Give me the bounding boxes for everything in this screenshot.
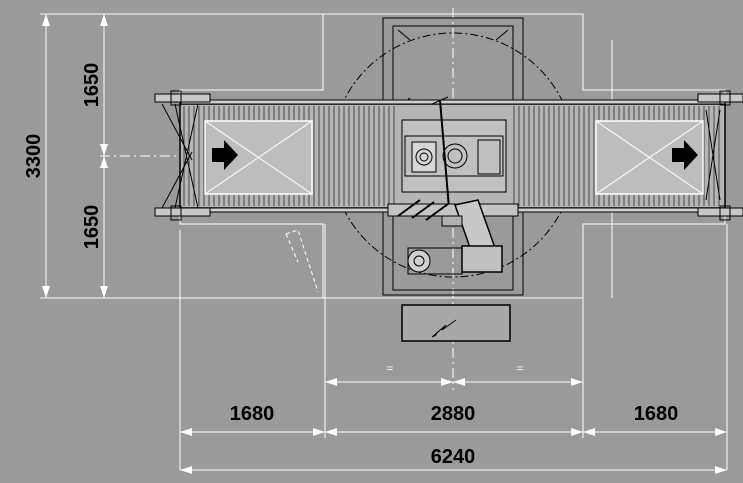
dim-width-total: 6240 bbox=[431, 446, 476, 468]
left-pallet bbox=[204, 120, 313, 195]
dim-width-left: 1680 bbox=[230, 403, 275, 425]
robot-unit bbox=[387, 199, 519, 275]
control-cabinet bbox=[401, 304, 511, 342]
dim-equal-right: = bbox=[517, 363, 523, 375]
dim-equal-left: = bbox=[387, 363, 393, 375]
turntable-drive bbox=[401, 96, 507, 221]
lightning-icon bbox=[431, 319, 457, 338]
left-end-guide bbox=[154, 90, 211, 221]
dim-width-right: 1680 bbox=[634, 403, 679, 425]
right-end-guide bbox=[697, 90, 743, 221]
dim-height-top: 1650 bbox=[81, 63, 103, 108]
right-arrow-icon bbox=[672, 140, 698, 170]
dim-height-total: 3300 bbox=[23, 134, 45, 179]
dim-height-bottom: 1650 bbox=[81, 205, 103, 250]
door-swing bbox=[285, 229, 319, 293]
dim-width-center: 2880 bbox=[431, 403, 476, 425]
dimension-lines bbox=[42, 14, 727, 474]
right-pallet bbox=[595, 120, 704, 195]
right-arrow-icon bbox=[212, 140, 238, 170]
